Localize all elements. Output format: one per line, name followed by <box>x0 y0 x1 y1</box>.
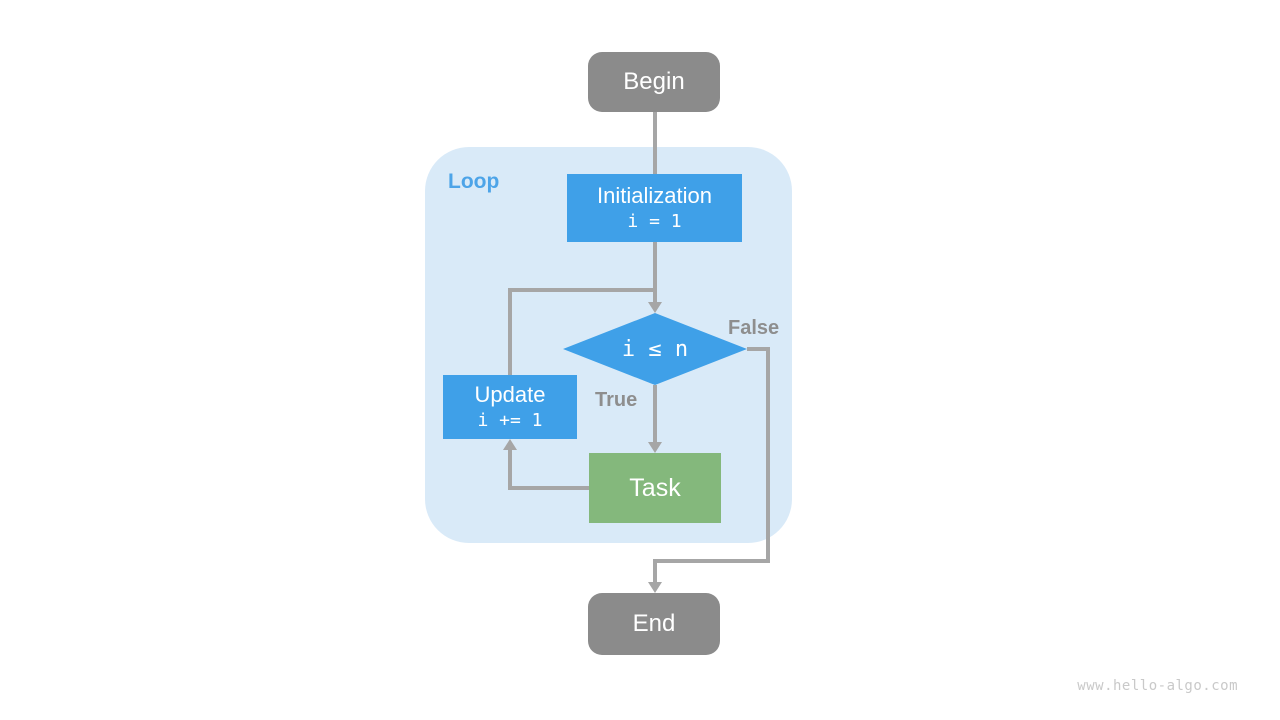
end-node: End <box>588 593 720 655</box>
task-node: Task <box>589 453 721 523</box>
edge-task-left-horizontal <box>510 486 590 490</box>
initialization-node-code: i = 1 <box>627 211 682 233</box>
edge-false-into-end <box>653 559 657 583</box>
false-branch-label: False <box>728 317 780 339</box>
update-node: Update i += 1 <box>443 375 577 439</box>
update-node-code: i += 1 <box>477 410 543 432</box>
update-node-title: Update <box>474 382 546 408</box>
true-branch-label: True <box>595 389 638 411</box>
arrowhead-into-task-icon <box>648 442 662 453</box>
task-node-label: Task <box>629 473 681 502</box>
end-node-label: End <box>632 610 676 637</box>
edge-false-down-vertical <box>766 347 770 563</box>
edge-task-up-to-update <box>508 450 512 490</box>
begin-node: Begin <box>588 52 720 112</box>
begin-node-label: Begin <box>623 68 685 95</box>
arrowhead-into-end-icon <box>648 582 662 593</box>
edge-begin-to-init <box>653 112 657 174</box>
edge-init-to-condition <box>653 242 657 303</box>
arrowhead-into-condition-icon <box>648 302 662 313</box>
edge-update-to-loopback <box>508 288 512 375</box>
condition-diamond-code: i ≤ n <box>621 336 689 362</box>
edge-condition-true-to-task <box>653 385 657 443</box>
loop-label: Loop <box>448 170 500 193</box>
watermark: www.hello-algo.com <box>1077 678 1238 694</box>
edge-false-bottom-horizontal <box>653 559 770 563</box>
arrowhead-into-update-icon <box>503 439 517 450</box>
edge-condition-false-horizontal <box>747 347 770 351</box>
edge-loopback-horizontal <box>508 288 657 292</box>
initialization-node-title: Initialization <box>597 183 712 209</box>
initialization-node: Initialization i = 1 <box>567 174 742 242</box>
